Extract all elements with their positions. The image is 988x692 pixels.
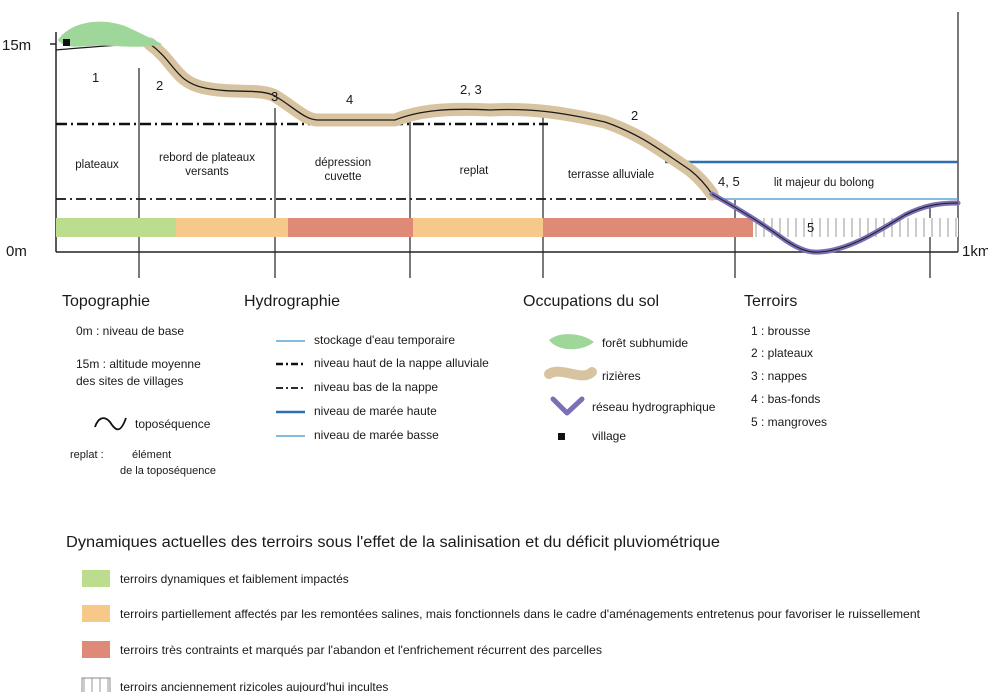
legend-title: Occupations du sol xyxy=(523,293,659,310)
legend-text: niveau de marée haute xyxy=(314,404,437,418)
dynamics-swatch-green xyxy=(82,570,110,587)
x-end-label: 1km xyxy=(962,243,988,260)
zone-label-rebord: rebord de plateaux versants xyxy=(159,152,255,178)
legend-hydrographie: Hydrographie stockage d'eau temporaire n… xyxy=(244,293,489,442)
dynamics-bar-segment xyxy=(413,218,543,237)
legend-text-line: élément xyxy=(132,449,171,461)
legend-title: Hydrographie xyxy=(244,293,340,310)
dynamics-text: terroirs anciennement rizicoles aujourd'… xyxy=(120,680,388,692)
dynamics-swatch-hatched xyxy=(81,677,111,692)
zone-label-line: terrasse alluviale xyxy=(568,169,654,181)
zone-label-line: plateaux xyxy=(75,159,119,171)
zone-label-line: lit majeur du bolong xyxy=(774,177,874,189)
dynamics-bar-segment xyxy=(56,218,176,237)
legend-topographie: Topographie 0m : niveau de base 15m : al… xyxy=(62,293,216,477)
legend-text: 3 : nappes xyxy=(751,369,807,383)
forest-symbol xyxy=(549,334,594,350)
legend-text: 15m : altitude moyenne des sites de villa… xyxy=(76,357,201,388)
dynamics-bar-segment xyxy=(176,218,288,237)
zone-label-line: dépression xyxy=(315,157,371,169)
zone-label-line: versants xyxy=(185,166,229,178)
legend-text: niveau de marée basse xyxy=(314,428,439,442)
channel-line xyxy=(711,193,959,253)
dynamics-bar-segment xyxy=(753,218,958,237)
legend-text: réseau hydrographique xyxy=(592,400,716,414)
dynamics-bar xyxy=(56,218,958,237)
legend-text: 1 : brousse xyxy=(751,324,811,338)
rice-fields-symbol xyxy=(544,366,597,381)
legend-text: 4 : bas-fonds xyxy=(751,392,820,406)
legend-title: Topographie xyxy=(62,293,150,310)
legend-text: élément de la toposéquence xyxy=(120,449,216,477)
dynamics-bar-segment xyxy=(288,218,413,237)
village-symbol xyxy=(558,433,565,440)
dynamics-swatch-red xyxy=(82,641,110,658)
dynamics-bar-segment xyxy=(543,218,753,237)
dynamics-text: terroirs partiellement affectés par les … xyxy=(120,607,921,621)
terroir-number: 4 xyxy=(346,92,353,107)
terroir-number: 2 xyxy=(631,108,638,123)
terroir-number: 1 xyxy=(92,70,99,85)
legend-text: 2 : plateaux xyxy=(751,346,813,360)
legend-text-line: de la toposéquence xyxy=(120,465,216,477)
zone-label-line: replat xyxy=(460,165,490,177)
dynamics-text: terroirs très contraints et marqués par … xyxy=(120,643,602,657)
terroir-number: 4, 5 xyxy=(718,174,740,189)
subhumid-forest-shape xyxy=(58,21,162,47)
zone-label-line: cuvette xyxy=(324,171,361,183)
toposequence-symbol xyxy=(94,417,127,431)
legend-text: village xyxy=(592,429,626,443)
legend-text: niveau haut de la nappe alluviale xyxy=(314,356,489,370)
zone-label-plateaux: plateaux xyxy=(75,159,119,171)
terroir-number: 2, 3 xyxy=(460,82,482,97)
zone-label-line: rebord de plateaux xyxy=(159,152,255,164)
legend-occupations: Occupations du sol forêt subhumide riziè… xyxy=(523,293,716,443)
zone-label-lit-majeur: lit majeur du bolong xyxy=(774,177,874,189)
legend-text: replat : xyxy=(70,449,104,461)
legend-text: toposéquence xyxy=(135,417,211,431)
zone-label-depression: dépression cuvette xyxy=(315,157,371,183)
terroir-number: 2 xyxy=(156,78,163,93)
dynamics-swatch-orange xyxy=(82,605,110,622)
terroir-number: 3 xyxy=(271,89,278,104)
hydro-network-symbol xyxy=(550,396,585,416)
terroir-number: 5 xyxy=(807,220,814,235)
legend-text-line: des sites de villages xyxy=(76,374,183,388)
zone-label-terrasse: terrasse alluviale xyxy=(568,169,654,181)
legend-text-line: 15m : altitude moyenne xyxy=(76,357,201,371)
dynamics-legend: Dynamiques actuelles des terroirs sous l… xyxy=(66,534,921,692)
y-bottom-label: 0m xyxy=(6,243,27,260)
legend-text: stockage d'eau temporaire xyxy=(314,333,455,347)
legend-text: niveau bas de la nappe xyxy=(314,380,438,394)
legend-text: forêt subhumide xyxy=(602,336,688,350)
legend-text: rizières xyxy=(602,369,641,383)
legend-text: 0m : niveau de base xyxy=(76,324,184,338)
toposequence-line xyxy=(55,43,713,195)
legend-terroirs: Terroirs 1 : brousse 2 : plateaux 3 : na… xyxy=(744,293,827,429)
dynamics-text: terroirs dynamiques et faiblement impact… xyxy=(120,572,349,586)
legend-text: 5 : mangroves xyxy=(751,415,827,429)
dynamics-title: Dynamiques actuelles des terroirs sous l… xyxy=(66,534,720,551)
village-marker xyxy=(63,39,70,46)
y-top-label: 15m xyxy=(2,37,31,54)
zone-label-replat: replat xyxy=(460,165,490,177)
legend-title: Terroirs xyxy=(744,293,797,310)
zone-dividers xyxy=(138,68,931,278)
